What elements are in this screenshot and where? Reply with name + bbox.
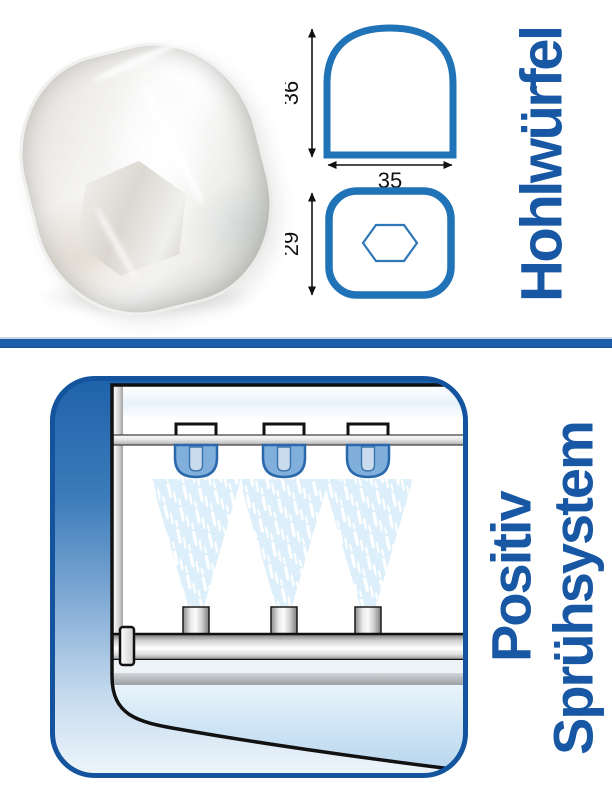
spray-cones xyxy=(151,479,413,606)
basin-rim-light xyxy=(113,660,464,673)
spray-cone xyxy=(239,479,329,606)
product-photo-hollow-cube xyxy=(0,20,295,338)
mold-bracket xyxy=(262,422,306,435)
machine-panel-outline xyxy=(110,383,464,773)
system-title-line2: Sprühsystem xyxy=(541,422,605,756)
spray-nozzle xyxy=(182,606,210,635)
spray-cone xyxy=(151,479,241,606)
diagram-border xyxy=(50,376,468,778)
depth-dim-label: 29 xyxy=(285,232,303,256)
spray-nozzles xyxy=(182,606,382,635)
cube-top-view-outline xyxy=(325,187,455,299)
water-pipe xyxy=(112,632,464,662)
mold-center-pin xyxy=(360,446,376,472)
panel-top-tint xyxy=(113,386,464,420)
height-dim-label: 36 xyxy=(285,81,303,105)
pipe-end-cap xyxy=(118,625,136,667)
mold-brackets xyxy=(174,422,390,435)
cube-top-view-hexagon xyxy=(361,223,419,263)
spray-nozzle xyxy=(270,606,298,635)
evaporator-plate xyxy=(112,434,464,446)
spray-cone xyxy=(323,479,413,606)
mold-center-pin xyxy=(276,446,292,472)
spray-system-diagram xyxy=(50,376,468,778)
system-title-line1: Positiv xyxy=(479,492,543,662)
mold-center-pin xyxy=(188,446,204,472)
side-wall xyxy=(113,386,123,698)
cube-front-view-outline xyxy=(323,24,457,159)
product-title: Hohlwürfel xyxy=(509,27,575,303)
dimension-drawing: 36 35 29 xyxy=(285,24,457,299)
ice-molds xyxy=(173,443,391,479)
section-divider xyxy=(0,337,612,348)
basin-rim-gray xyxy=(113,673,464,685)
mold-bracket xyxy=(346,422,390,435)
spray-nozzle xyxy=(354,606,382,635)
mold-bracket xyxy=(174,422,218,435)
